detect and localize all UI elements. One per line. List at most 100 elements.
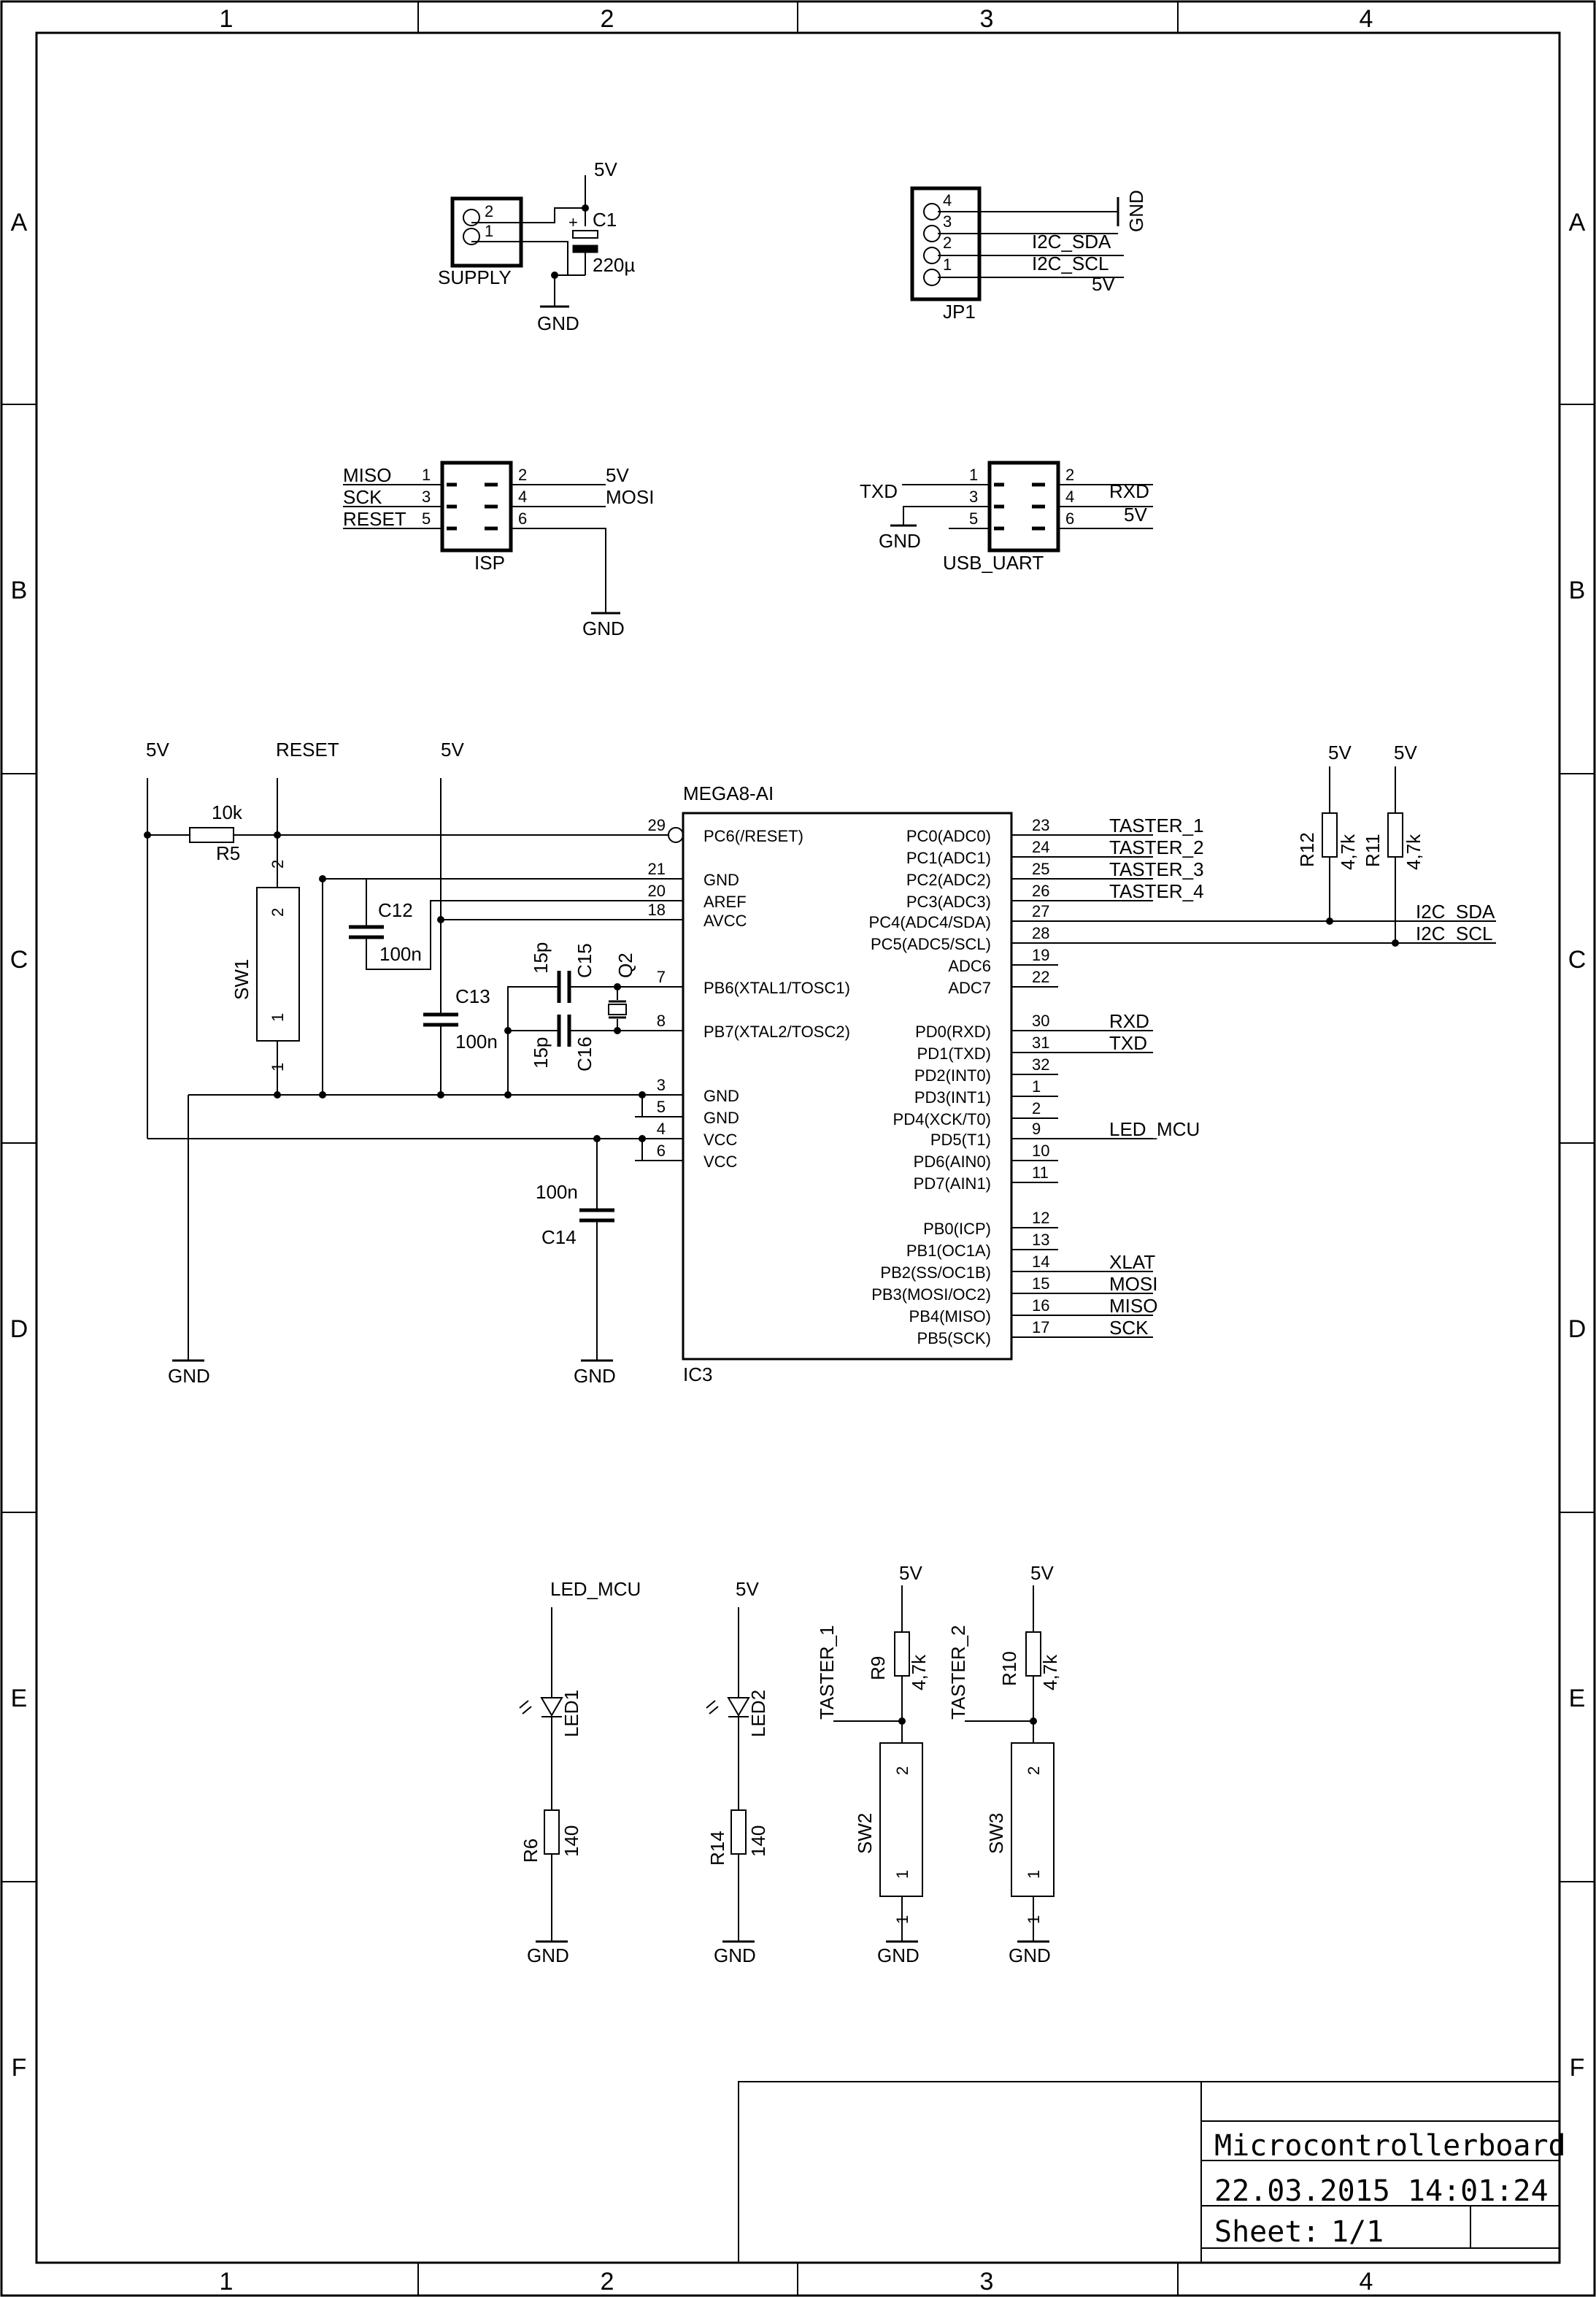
c16-name: C16	[574, 1036, 595, 1071]
c16-value: 15p	[530, 1037, 552, 1069]
isp-pin: 4	[518, 488, 527, 506]
mcu-pin-name: PC3(ADC3)	[906, 893, 991, 911]
sw3-pin: 2	[1025, 1766, 1043, 1775]
frame-column-labels: 1 2 3 4 1 2 3 4	[220, 5, 1373, 2296]
r6-value: 140	[560, 1825, 582, 1857]
q2-crystal	[608, 1004, 627, 1015]
row-label: B	[1569, 577, 1586, 604]
r12-resistor	[1322, 812, 1338, 858]
r9-resistor	[894, 1631, 910, 1677]
mcu-ic3: MEGA8-AI IC3 29PC6(/RESET)21GND20AREF18A…	[635, 782, 1496, 1385]
isp-net-5v: 5V	[606, 464, 629, 486]
jp1-name: JP1	[943, 301, 976, 323]
r9-name: R9	[867, 1656, 889, 1680]
title-block-title: Microcontrollerboard	[1214, 2129, 1566, 2163]
usb-uart-txd: TXD	[860, 480, 898, 502]
isp-net-miso: MISO	[343, 464, 391, 486]
switch-section: 5V R9 4,7k TASTER_1 2 1 1 SW2 GND 5V R10…	[816, 1562, 1061, 1966]
sw2-net: TASTER_1	[816, 1625, 838, 1720]
supply-section: 2 1 SUPPLY 5V + C1 220µ GND	[438, 158, 635, 334]
r14-resistor	[730, 1809, 747, 1855]
sw2-name: SW2	[854, 1813, 876, 1854]
mcu-pin-name: PD0(RXD)	[915, 1023, 991, 1041]
led2-net: 5V	[736, 1578, 759, 1600]
mcu-pin-number: 21	[648, 860, 666, 878]
sw1-pin: 1	[269, 1013, 287, 1022]
pin-pad	[923, 269, 941, 286]
i2c-pullups: 5V 5V R12 4,7k R11 4,7k	[1296, 742, 1425, 947]
mcu-net-label: TASTER_2	[1109, 836, 1204, 858]
mcu-pin-name: PD6(AIN0)	[914, 1153, 991, 1171]
mcu-net-label: TASTER_3	[1109, 858, 1204, 880]
mcu-pin-number: 26	[1032, 882, 1049, 900]
r6-name: R6	[520, 1839, 541, 1863]
mcu-net-label: RXD	[1109, 1010, 1149, 1032]
sw2-pin: 2	[893, 1766, 911, 1775]
supply-vcc: 5V	[594, 158, 617, 180]
r11-value: 4,7k	[1403, 834, 1425, 870]
jp1-sda: I2C_SDA	[1032, 231, 1111, 253]
frame-row-labels: A B C D E F A B C D E F	[10, 209, 1587, 2082]
usb-uart-pin: 2	[1065, 466, 1074, 484]
reset-net-label: RESET	[276, 739, 339, 761]
col-label: 1	[220, 2268, 234, 2296]
mcu-pin-number: 4	[657, 1120, 666, 1138]
mcu-net-label: I2C_SCL	[1416, 923, 1493, 944]
supply-pin1: 1	[485, 222, 493, 240]
mcu-pin-name: PD3(INT1)	[914, 1088, 991, 1107]
isp-header: 1 3 5 2 4 6 MISO SCK RESET 5V MOSI ISP G…	[343, 461, 654, 639]
mcu-pin-number: 6	[657, 1142, 666, 1160]
isp-pin: 1	[422, 466, 431, 484]
jp1-pin: 2	[943, 234, 952, 252]
row-label: D	[1568, 1315, 1587, 1343]
mcu-pin-name: ADC6	[948, 957, 991, 975]
mcu-pin-name: AREF	[703, 893, 747, 911]
c15-value: 15p	[530, 942, 552, 974]
c1-value: 220µ	[593, 254, 635, 276]
mcu-pin-number: 1	[1032, 1077, 1041, 1096]
mcu-pin-name: PB2(SS/OC1B)	[880, 1263, 991, 1282]
row-label: F	[12, 2054, 27, 2082]
mcu-left-pins: 29PC6(/RESET)21GND20AREF18AVCC7PB6(XTAL1…	[635, 816, 850, 1171]
usb-uart-pin: 6	[1065, 509, 1074, 528]
mcu-net-label: LED_MCU	[1109, 1118, 1200, 1140]
isp-gnd: GND	[582, 617, 625, 639]
r12-vcc: 5V	[1328, 742, 1352, 763]
mcu-pin-name: PD4(XCK/T0)	[893, 1110, 991, 1128]
col-label: 2	[601, 5, 614, 33]
mcu-pin-number: 19	[1032, 946, 1049, 964]
mcu-pin-name: GND	[703, 1109, 739, 1127]
mcu-pin-name: PC6(/RESET)	[703, 827, 803, 845]
supply-name: SUPPLY	[438, 266, 512, 288]
col-label: 4	[1360, 5, 1373, 33]
sw1-pin: 2	[269, 860, 287, 869]
mcu-pin-number: 7	[657, 968, 666, 986]
led2-name: LED2	[747, 1690, 769, 1737]
c1-name: C1	[593, 209, 617, 231]
r12-value: 4,7k	[1337, 834, 1359, 870]
r14-value: 140	[747, 1825, 769, 1857]
mcu-pin-name: PB4(MISO)	[909, 1307, 991, 1326]
mcu-pin-name: PD5(T1)	[930, 1131, 991, 1149]
jp1-vcc: 5V	[1092, 273, 1115, 295]
mcu-pin-name: ADC7	[948, 979, 991, 997]
mcu-pin-number: 27	[1032, 902, 1049, 920]
mcu-right-pins: 23PC0(ADC0)TASTER_124PC1(ADC1)TASTER_225…	[869, 815, 1496, 1347]
row-label: A	[1569, 209, 1586, 236]
row-label: C	[10, 946, 28, 974]
r11-name: R11	[1362, 834, 1384, 867]
jp1-pin: 3	[943, 212, 952, 231]
jp1-pin: 4	[943, 191, 952, 209]
mcu-pin-number: 31	[1032, 1034, 1049, 1052]
mcu-net-label: SCK	[1109, 1317, 1149, 1339]
r10-resistor	[1025, 1631, 1041, 1677]
c13-value: 100n	[455, 1031, 498, 1053]
mcu-pin-number: 32	[1032, 1055, 1049, 1074]
c14-name: C14	[541, 1226, 577, 1248]
mcu-pin-number: 18	[648, 901, 666, 919]
led1-diode	[540, 1697, 563, 1717]
mcu-name: MEGA8-AI	[683, 782, 774, 804]
title-block-sheet-label: Sheet:	[1214, 2215, 1320, 2249]
reset-circuit: 5V RESET 5V 10k R5 2 2 1 1 SW1 C12 100n	[144, 739, 683, 1387]
